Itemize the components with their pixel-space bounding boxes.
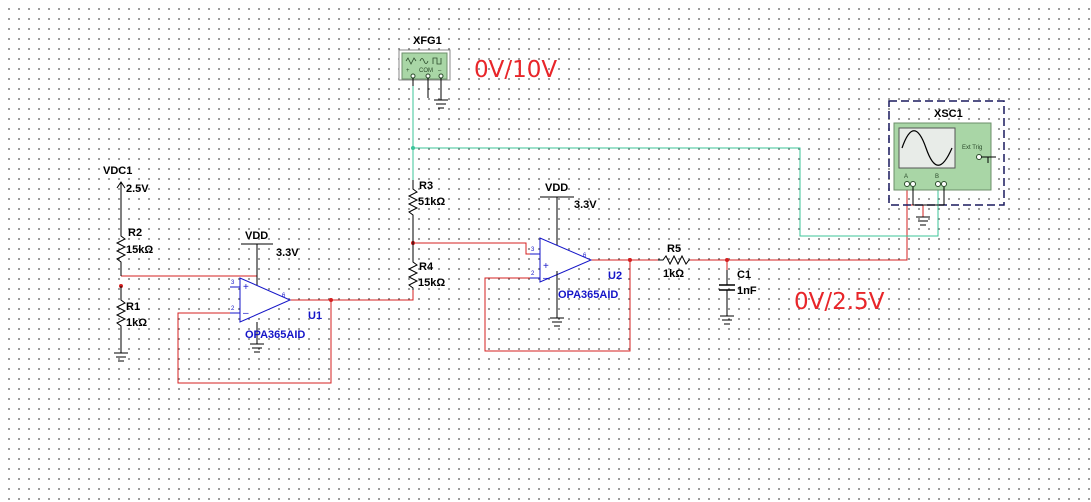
svg-text:6: 6 [282,293,286,299]
r4-ref: R4 [419,261,434,273]
svg-text:–: – [243,308,249,319]
u2-vdd-label: VDD [545,182,568,194]
vdc1-source[interactable]: VDC1 2.5V [103,165,149,228]
sine-wave-icon [901,130,953,166]
junction-r5c1 [725,258,729,262]
svg-text:–: – [438,68,442,74]
vdc1-ref: VDC1 [103,165,132,177]
ground-icon [434,99,448,109]
resistor-r3[interactable]: R3 51kΩ [407,180,445,243]
square-wave-icon [432,57,442,65]
opamp-u1[interactable]: VDD 3.3V + – 3 2 6 U1 OPA365AID [230,230,322,353]
ground-icon [916,216,930,226]
capacitor-c1[interactable]: C1 1nF [719,269,757,325]
u2-vdd-value: 3.3V [574,199,597,211]
r2-zigzag [115,228,127,276]
u1-vdd-value: 3.3V [276,247,299,259]
triangle-wave-icon [405,57,417,65]
ground-icon [550,317,564,327]
xfg1-panel [401,52,448,80]
vdc1-value: 2.5V [126,183,149,195]
u1-part: OPA365AID [245,329,305,341]
junction-u1-out [329,298,333,302]
xfg1-com-label: COM [419,68,433,74]
xsc1-channel-a-label: A [904,174,908,180]
r4-value: 15kΩ [418,277,445,289]
svg-text:2: 2 [231,306,235,312]
u1-vdd-label: VDD [245,230,268,242]
svg-text:+: + [243,282,249,293]
r3-ref: R3 [419,180,433,192]
resistor-r1[interactable]: R1 1kΩ [114,286,147,362]
r2-ref: R2 [128,227,142,239]
r5-ref: R5 [667,243,681,255]
u2-ref: U2 [608,270,622,282]
junction-u2-out [628,258,632,262]
junction-xfg1 [411,146,415,150]
svg-text:2: 2 [531,271,535,277]
resistor-r4[interactable]: R4 15kΩ [407,243,445,290]
wire-r3r4-to-u2-plus [413,242,540,255]
opamp-u2[interactable]: VDD 3.3V + – 3 2 6 U2 OPA365AID [530,182,622,327]
vdc-arrow-icon [116,181,126,228]
wire-r5-to-scope-a [690,190,908,261]
ground-icon [250,343,264,353]
svg-text:+: + [406,68,410,74]
svg-text:+: + [543,261,549,272]
r3-zigzag [407,180,419,243]
xsc1-selection-frame [888,100,1005,206]
svg-text:–: – [543,273,549,284]
r5-zigzag [658,254,690,266]
u2-triangle [539,237,593,283]
u1-triangle [239,277,292,323]
xfg1-ref: XFG1 [413,35,442,47]
wire-xfg1-to-scope-b [413,147,939,237]
svg-text:6: 6 [583,253,587,259]
u1-ref: U1 [308,310,322,322]
sine-wave-icon [419,58,429,64]
wire-divider-to-u1-plus [121,275,258,288]
ground-icon [720,315,734,325]
r4-zigzag [407,243,419,290]
svg-text:3: 3 [531,247,535,253]
c1-value: 1nF [737,285,757,297]
r1-ref: R1 [126,301,140,313]
xsc1-screen [898,127,956,169]
wire-scope-a-ground [907,204,924,217]
r1-value: 1kΩ [126,317,147,329]
xsc1-ref: XSC1 [934,108,963,120]
r2-value: 15kΩ [126,244,153,256]
resistor-r2[interactable]: R2 15kΩ [115,227,153,276]
r1-zigzag [115,286,127,353]
wire-u2-feedback [484,260,631,352]
annotation-output-range: 0V/2.5V [794,289,885,315]
xsc1-ext-trig-label: Ext Trig [962,145,982,151]
wire-u1-feedback [177,300,332,384]
r3-value: 51kΩ [418,196,445,208]
svg-text:3: 3 [231,280,235,286]
wire-u1-out-to-r4 [290,290,414,301]
oscilloscope-xsc1[interactable]: XSC1 Ext Trig A B [888,100,1005,226]
xsc1-channel-b-label: B [935,174,939,180]
annotation-input-range: 0V/10V [474,57,557,83]
c1-ref: C1 [737,269,751,281]
r5-value: 1kΩ [663,268,684,280]
function-generator-xfg1[interactable]: XFG1 + COM – [398,35,451,109]
ground-icon [114,352,128,362]
resistor-r5[interactable]: R5 1kΩ [658,243,690,280]
u2-part: OPA365AID [558,289,618,301]
wires-green [412,86,939,237]
